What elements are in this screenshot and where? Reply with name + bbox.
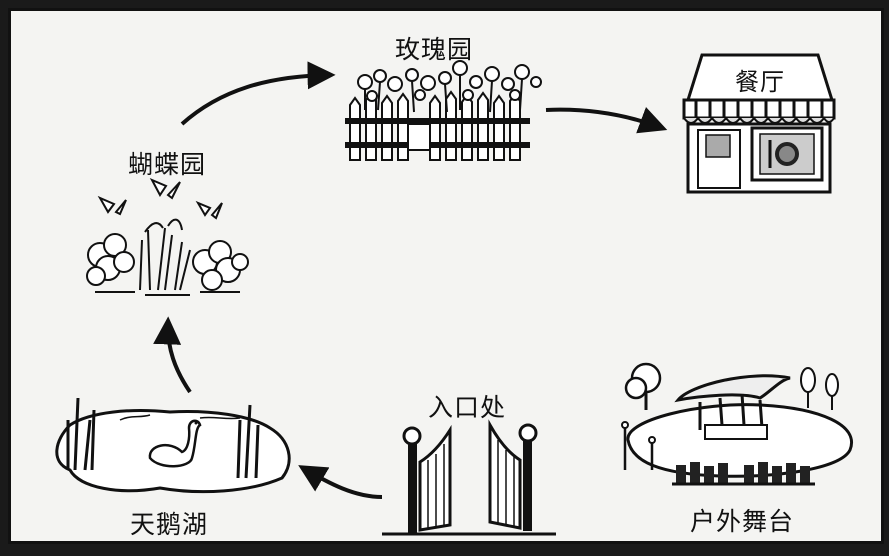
butterfly-flowers-icon xyxy=(86,177,249,296)
label-entrance: 入口处 xyxy=(428,393,507,422)
arrow-entrance-to-lake xyxy=(298,465,383,499)
arrow-butterfly-to-rose xyxy=(180,61,336,126)
route-arrows xyxy=(153,61,668,499)
outdoor-stage-icon xyxy=(621,362,853,486)
label-rose-garden: 玫瑰园 xyxy=(395,35,474,64)
rose-fence-icon xyxy=(345,60,542,161)
restaurant-storefront-icon xyxy=(682,53,836,194)
label-swan-lake: 天鹅湖 xyxy=(130,510,209,539)
label-butterfly-garden: 蝴蝶园 xyxy=(128,150,207,179)
entrance-gate-icon xyxy=(382,419,556,536)
label-outdoor-stage: 户外舞台 xyxy=(690,507,795,536)
arrow-lake-to-butterfly xyxy=(153,316,192,394)
arrow-rose-to-restaurant xyxy=(545,107,668,134)
label-restaurant: 餐厅 xyxy=(735,68,785,96)
swan-lake-icon xyxy=(55,397,291,494)
